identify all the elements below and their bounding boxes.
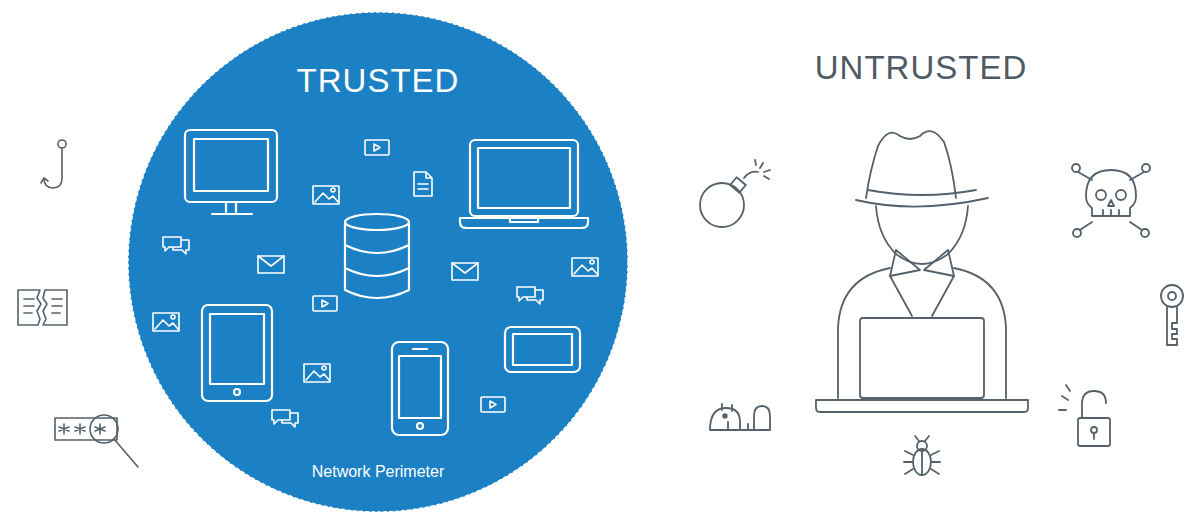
region-heading: UNTRUSTED [815,49,1028,87]
region-label: Network Perimeter [312,463,444,481]
trusted-perimeter-circle: TRUSTED Network Perimeter [128,12,628,512]
region-heading: TRUSTED [297,62,460,100]
